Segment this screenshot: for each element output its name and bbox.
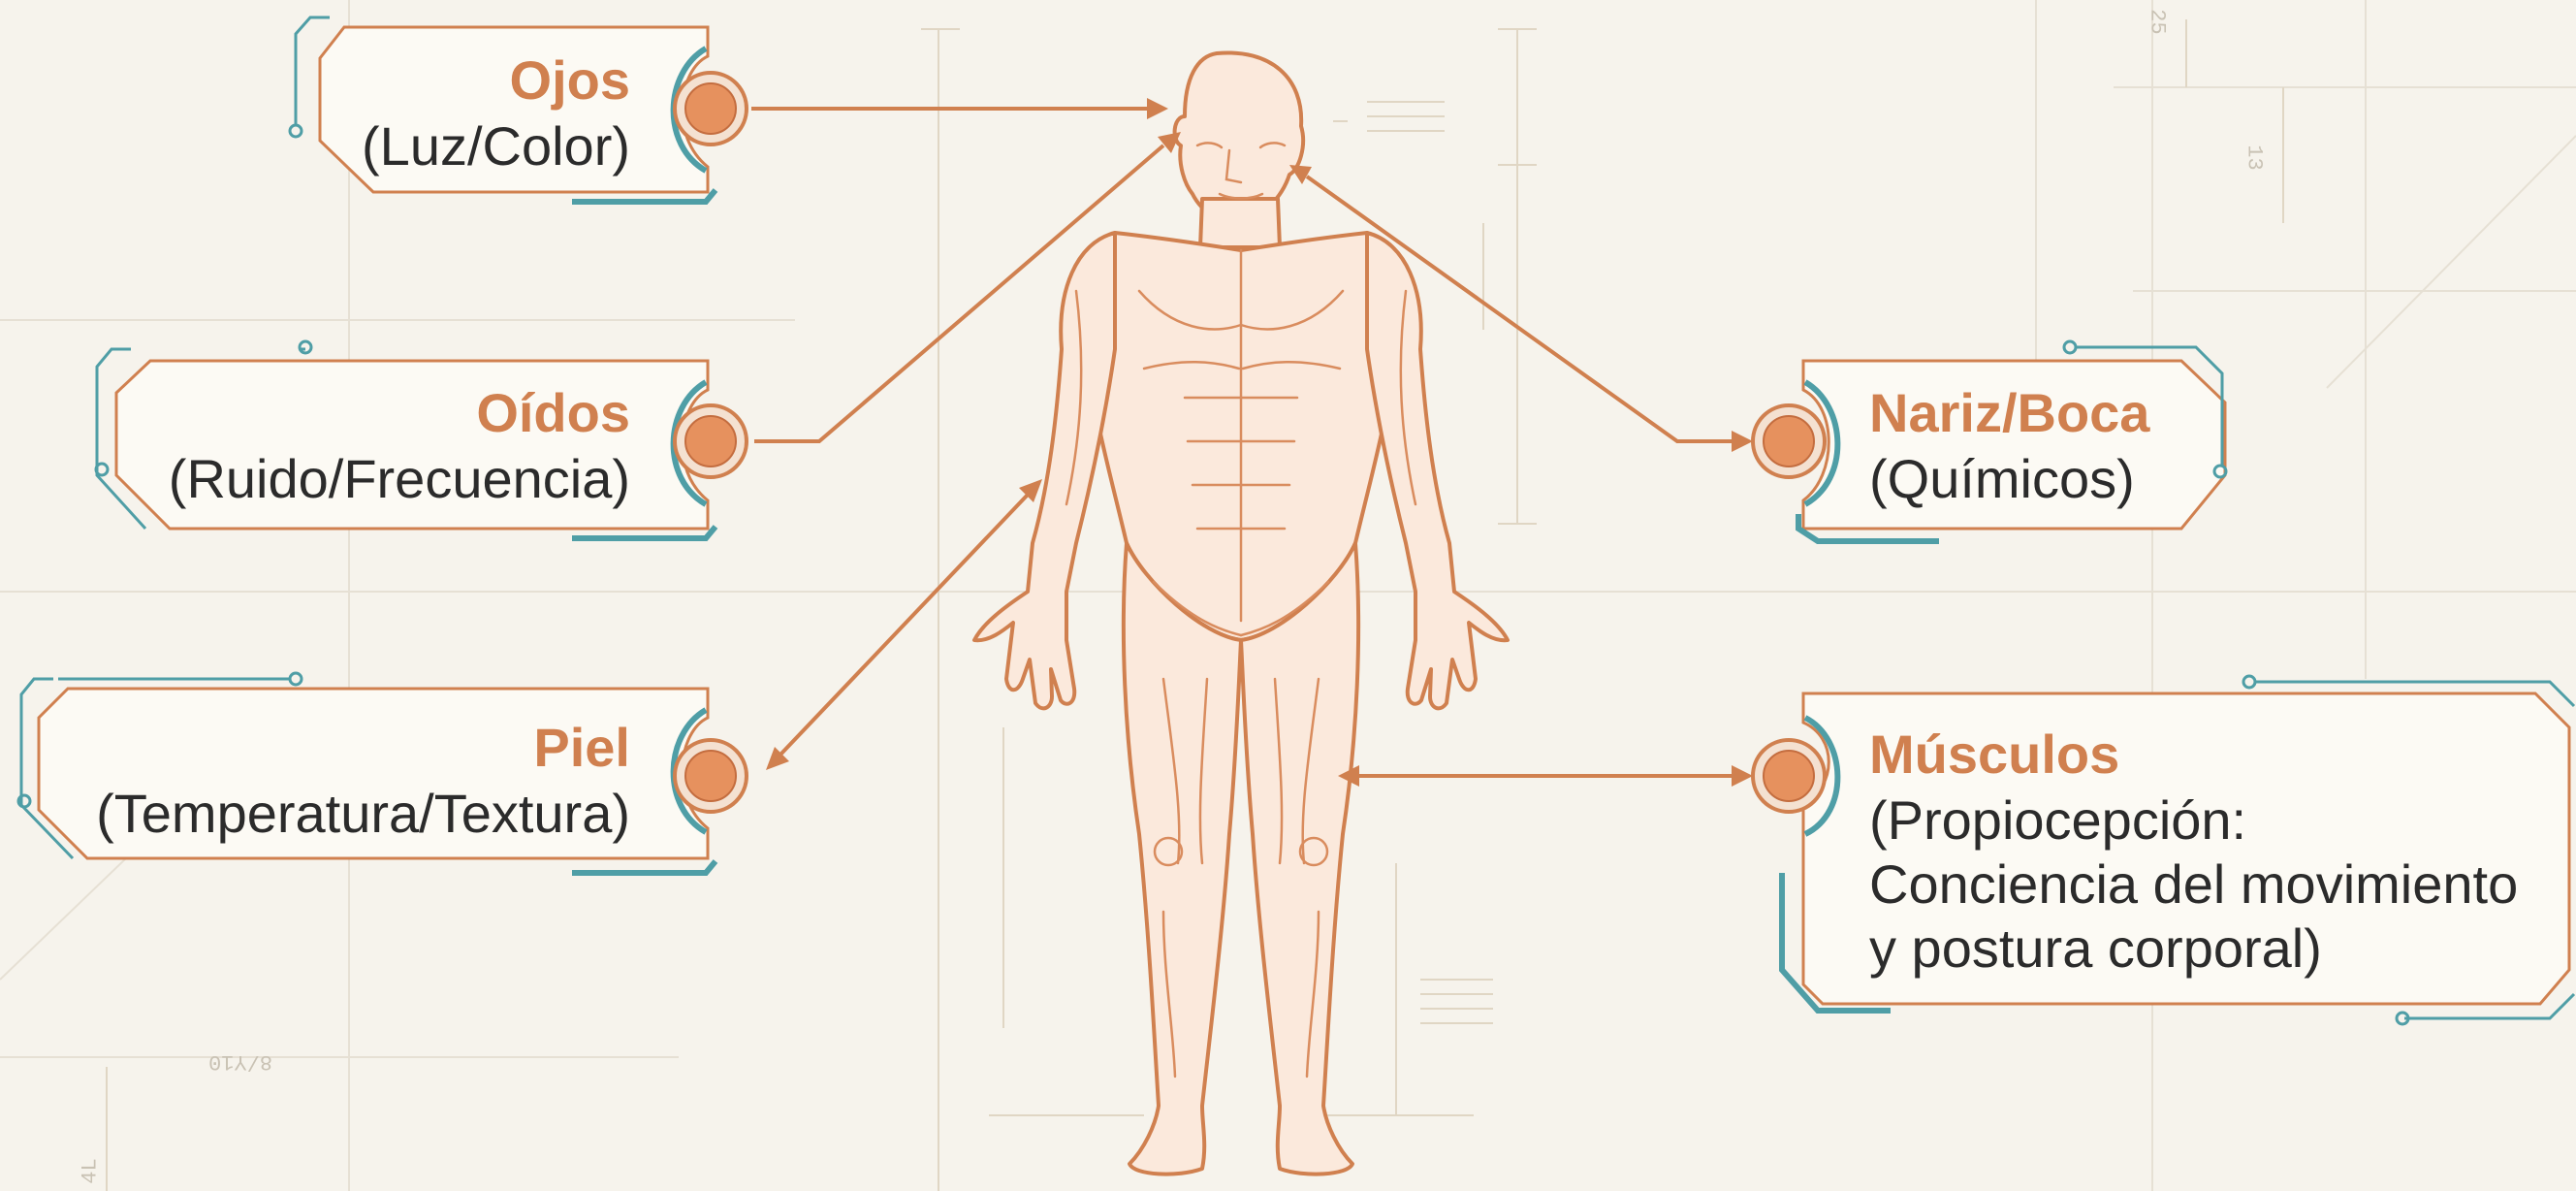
- ojos-subtitle: (Luz/Color): [362, 113, 630, 178]
- arrow-musculos-head-2: [1732, 765, 1753, 787]
- scale-note-4l: 4L: [79, 1158, 103, 1183]
- musculos-subtitle-line-3: y postura corporal): [1869, 916, 2322, 981]
- scale-note-8y10: 8/Y10: [208, 1049, 272, 1074]
- body-left-arm: [974, 233, 1115, 708]
- piel-subtitle: (Temperatura/Textura): [96, 781, 630, 846]
- scale-note-13: 13: [2242, 145, 2267, 170]
- musculos-title: Músculos: [1869, 727, 2119, 782]
- oidos-title: Oídos: [476, 386, 630, 440]
- ojos-title: Ojos: [510, 53, 630, 108]
- body-neck: [1200, 199, 1280, 247]
- arrow-ojos-head: [1147, 98, 1168, 119]
- musculos-subtitle-line-1: (Propiocepción:: [1869, 788, 2246, 853]
- nariz-title: Nariz/Boca: [1869, 386, 2149, 440]
- scale-note-25: 25: [2146, 9, 2170, 34]
- musculos-subtitle-line-2: Conciencia del movimiento: [1869, 852, 2518, 917]
- nariz-subtitle: (Químicos): [1869, 446, 2135, 511]
- body-right-leg: [1241, 543, 1358, 1175]
- body-left-leg: [1124, 543, 1241, 1175]
- oidos-subtitle: (Ruido/Frecuencia): [169, 446, 630, 511]
- arrow-nariz-head-2: [1732, 431, 1753, 452]
- piel-title: Piel: [533, 721, 630, 775]
